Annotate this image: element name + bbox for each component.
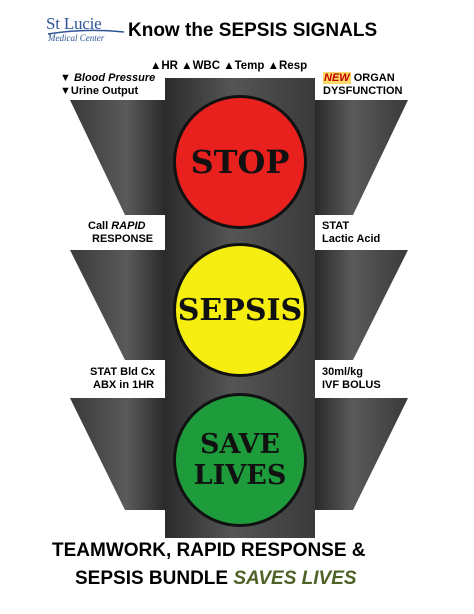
urine-output-label: ▼Urine Output — [60, 85, 139, 97]
footer-line-2: SEPSIS BUNDLE SAVES LIVES — [75, 568, 357, 589]
logo-subtitle: Medical Center — [48, 33, 105, 43]
fluid-dose-label: 30ml/kg — [322, 366, 363, 378]
yellow-light-sepsis: SEPSIS — [173, 243, 307, 377]
vitals-label: ▲HR ▲WBC ▲Temp ▲Resp — [150, 60, 308, 72]
save-text: SAVE — [199, 429, 280, 460]
blood-culture-label: STAT Bld Cx — [90, 366, 155, 378]
blood-pressure-label: ▼ Blood Pressure — [60, 72, 156, 84]
new-badge: NEW — [323, 72, 351, 84]
abx-label: ABX in 1HR — [93, 379, 155, 391]
organ-dysfunction-label: NEW ORGAN — [323, 72, 395, 84]
stop-text: STOP — [190, 143, 290, 181]
dysfunction-label: DYSFUNCTION — [323, 85, 403, 97]
lactic-acid-label: Lactic Acid — [322, 233, 381, 245]
sepsis-text: SEPSIS — [177, 292, 303, 328]
red-light-stop: STOP — [173, 95, 307, 229]
stat-label: STAT — [322, 220, 350, 232]
call-rapid-label: Call RAPID — [88, 220, 146, 232]
page-title: Know the SEPSIS SIGNALS — [128, 20, 378, 41]
left-visor-low — [70, 398, 165, 510]
logo-swoosh-icon — [47, 29, 125, 35]
st-lucie-logo: St Lucie Medical Center — [46, 14, 126, 48]
right-visor-mid — [315, 250, 408, 360]
green-light-save-lives: SAVE LIVES — [173, 393, 307, 527]
footer-line-1: TEAMWORK, RAPID RESPONSE & — [52, 540, 366, 561]
ivf-bolus-label: IVF BOLUS — [322, 379, 381, 391]
response-label: RESPONSE — [92, 233, 154, 245]
lives-text: LIVES — [193, 460, 287, 491]
right-visor-top — [315, 100, 408, 215]
logo-name: St Lucie — [46, 14, 102, 33]
left-visor-top — [70, 100, 165, 215]
left-visor-mid — [70, 250, 165, 360]
right-visor-low — [315, 398, 408, 510]
saves-lives-accent: SAVES LIVES — [233, 568, 357, 589]
